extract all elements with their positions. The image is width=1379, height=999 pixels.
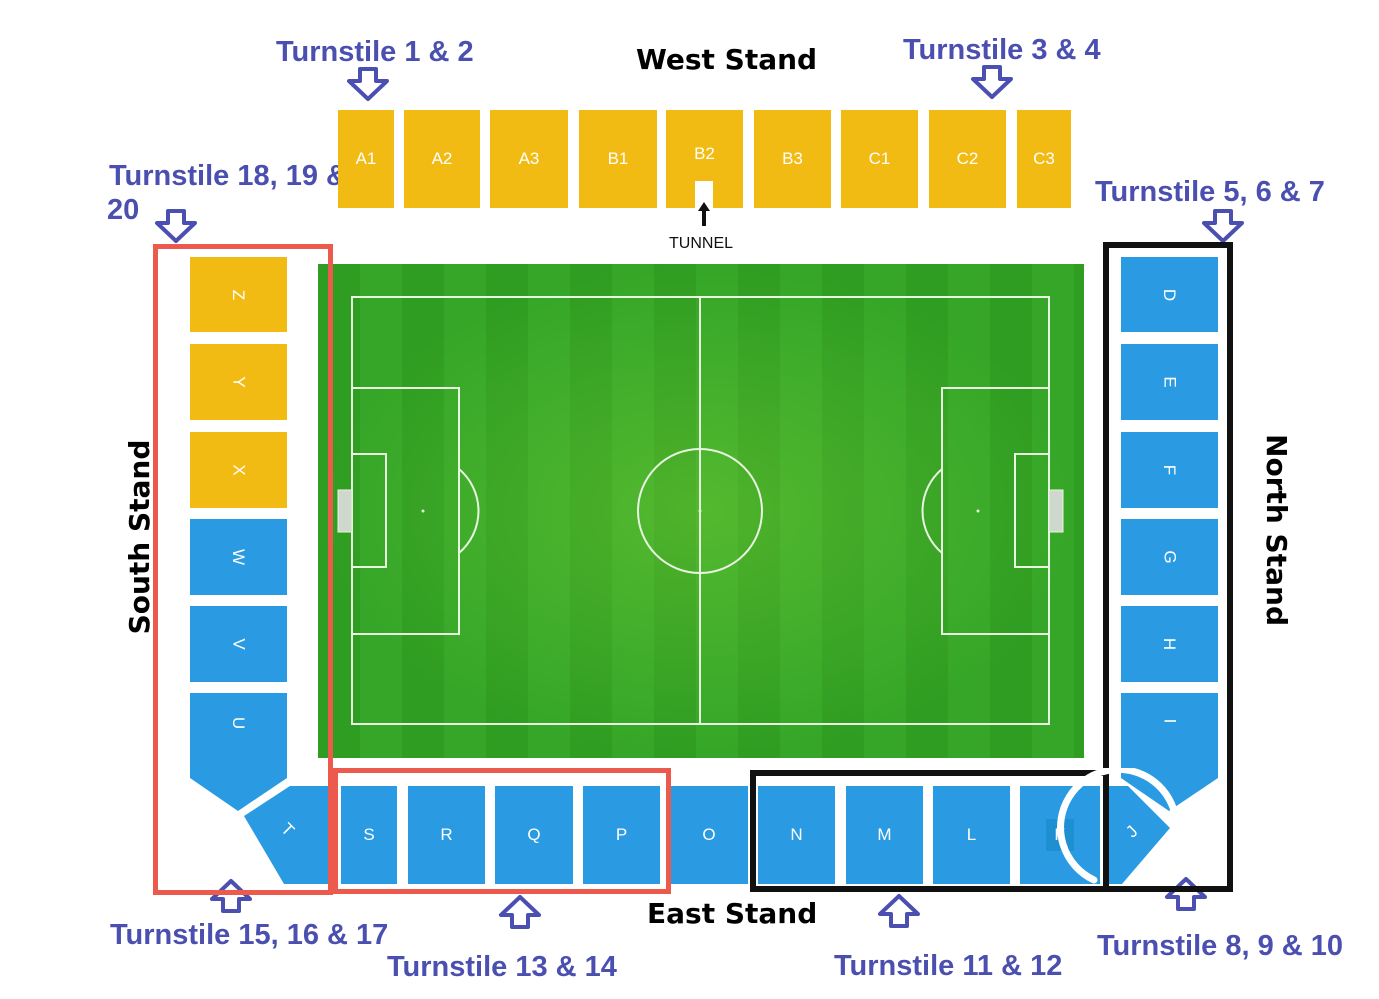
block-m-label: M — [877, 825, 892, 844]
turnstile-11-12-label: Turnstile 11 & 12 — [834, 950, 1063, 982]
south-stand-highlight — [153, 244, 333, 895]
turnstile-5-7-label: Turnstile 5, 6 & 7 — [1095, 176, 1325, 208]
tunnel-label: TUNNEL — [669, 235, 734, 252]
block-a2[interactable]: A2 — [404, 110, 480, 208]
block-z[interactable]: Z — [190, 257, 287, 332]
block-b3[interactable]: B3 — [754, 110, 831, 208]
block-y[interactable]: Y — [190, 344, 287, 420]
block-r-label: R — [440, 825, 453, 844]
turnstile-18-20-label: Turnstile 18, 19 & — [109, 160, 347, 192]
east-stand-highlight-black — [750, 770, 1109, 892]
turnstile-13-14-arrow-icon — [499, 895, 541, 929]
north-stand-label: North Stand — [1260, 434, 1293, 626]
block-c1[interactable]: C1 — [841, 110, 918, 208]
turnstile-15-17-label: Turnstile 15, 16 & 17 — [110, 919, 389, 951]
pitch-markings — [337, 296, 1064, 725]
block-c3[interactable]: C3 — [1017, 110, 1071, 208]
block-r[interactable]: R — [408, 786, 485, 884]
block-b1-label: B1 — [607, 149, 629, 168]
block-i-shape — [1121, 693, 1218, 811]
block-n-label: N — [790, 825, 803, 844]
block-a3-label: A3 — [518, 149, 540, 168]
block-c2-label: C2 — [956, 149, 979, 168]
block-b3-label: B3 — [782, 149, 803, 168]
block-n[interactable]: N — [758, 786, 835, 884]
block-g[interactable]: G — [1121, 519, 1218, 595]
block-f[interactable]: F — [1121, 432, 1218, 508]
left-goal — [337, 489, 353, 533]
block-x[interactable]: X — [190, 432, 287, 508]
block-a2-label: A2 — [431, 149, 453, 168]
block-c1-label: C1 — [868, 149, 891, 168]
east-stand-label: East Stand — [647, 897, 818, 930]
block-c3-label: C3 — [1033, 149, 1055, 168]
block-b2-label: B2 — [694, 144, 715, 163]
block-a3[interactable]: A3 — [490, 110, 568, 208]
north-stand-highlight — [1103, 242, 1233, 892]
turnstile-1-2-arrow-icon — [347, 67, 389, 101]
block-s-label: S — [363, 825, 375, 844]
block-o[interactable]: O — [670, 786, 748, 884]
block-q-label: Q — [527, 825, 541, 844]
block-a1[interactable]: A1 — [338, 110, 394, 208]
block-l[interactable]: L — [933, 786, 1010, 884]
block-c2[interactable]: C2 — [929, 110, 1006, 208]
block-o-label: O — [702, 825, 716, 844]
turnstile-3-4-arrow-icon — [971, 65, 1013, 99]
block-v[interactable]: V — [190, 606, 287, 682]
pitch — [318, 264, 1084, 758]
block-a1-label: A1 — [355, 149, 377, 168]
k-highlight-circle — [1057, 768, 1181, 884]
block-u-shape — [190, 693, 287, 811]
block-w[interactable]: W — [190, 519, 287, 595]
block-j-shape — [1108, 786, 1170, 884]
turnstile-18-20-label-line2: 20 — [107, 194, 140, 226]
east-stand-highlight-red — [333, 768, 671, 894]
turnstile-8-10-label: Turnstile 8, 9 & 10 — [1097, 930, 1344, 962]
turnstile-18-20-arrow-icon — [155, 209, 197, 243]
block-p[interactable]: P — [583, 786, 660, 884]
turnstile-13-14-label: Turnstile 13 & 14 — [387, 951, 617, 983]
block-h[interactable]: H — [1121, 606, 1218, 682]
tunnel-opening — [695, 181, 713, 209]
turnstile-3-4-label: Turnstile 3 & 4 — [903, 34, 1101, 66]
block-p-label: P — [615, 825, 628, 844]
block-t-shape — [244, 786, 330, 884]
south-stand-label: South Stand — [123, 439, 156, 635]
tunnel-arrow-icon — [698, 202, 710, 226]
turnstile-11-12-arrow-icon — [878, 894, 920, 928]
block-e[interactable]: E — [1121, 344, 1218, 420]
block-m[interactable]: M — [846, 786, 923, 884]
turnstile-5-7-arrow-icon — [1202, 209, 1244, 243]
right-goal — [1048, 489, 1064, 533]
west-stand-label: West Stand — [636, 43, 818, 76]
block-q[interactable]: Q — [495, 786, 573, 884]
block-l-label: L — [966, 825, 977, 844]
block-d[interactable]: D — [1121, 257, 1218, 332]
turnstile-1-2-label: Turnstile 1 & 2 — [276, 36, 474, 68]
block-s[interactable]: S — [341, 786, 397, 884]
block-b1[interactable]: B1 — [579, 110, 657, 208]
